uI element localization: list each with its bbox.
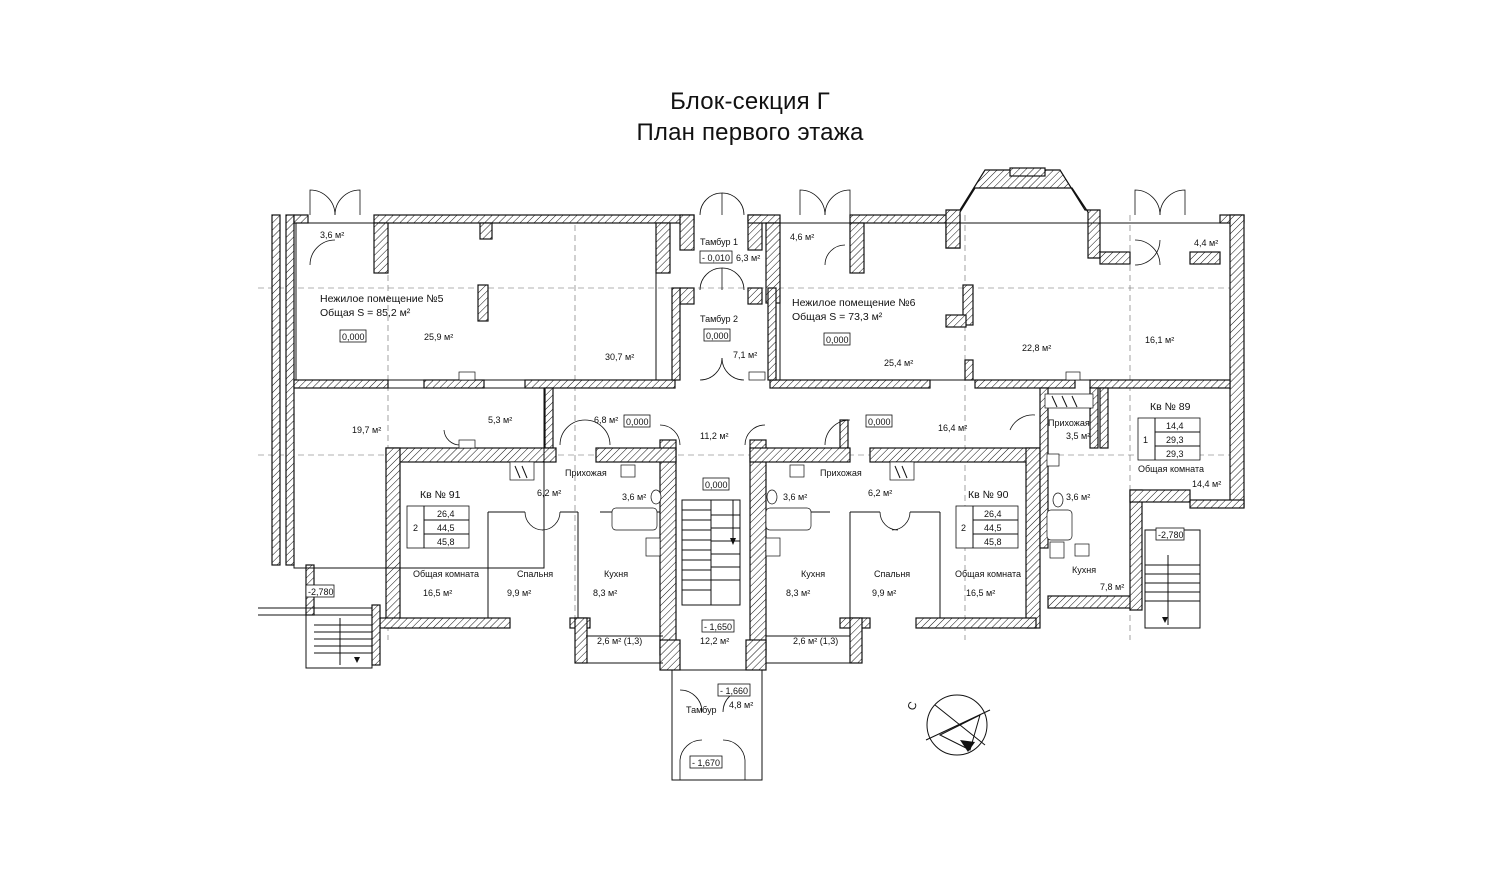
area-4-6: 4,6 м² (790, 232, 814, 242)
level-vestibule-2: 0,000 (706, 331, 729, 341)
apt-90-hall-area: 6,2 м² (868, 488, 892, 498)
apt-89-kitchen: Кухня (1072, 565, 1096, 575)
area-19-7: 19,7 м² (352, 425, 381, 435)
level-hall-right: 0,000 (868, 417, 891, 427)
apt-91-hall-area: 6,2 м² (537, 488, 561, 498)
fixtures (458, 371, 1094, 559)
apt-91-living: Общая комната (413, 569, 479, 579)
area-12-2: 12,2 м² (700, 636, 729, 646)
apt-91-hall: Прихожая (565, 468, 607, 478)
vestibule-3-name: Тамбур (686, 705, 717, 715)
apt-90-living-area-value: 16,5 м² (966, 588, 995, 598)
apt-91-living-area: 26,4 (437, 509, 455, 519)
right-exterior-stair (1145, 555, 1200, 625)
apt-91-rooms: 2 (413, 523, 418, 533)
apt-89-total-balcony: 29,3 (1166, 449, 1184, 459)
area-25-9: 25,9 м² (424, 332, 453, 342)
commercial-5-total: Общая S = 85,2 м² (320, 307, 411, 319)
level-stair: 0,000 (705, 480, 728, 490)
level-markers: 0,000 0,000 - 0,010 0,000 0,000 0,000 0,… (305, 250, 1185, 769)
apt-90-kitchen-area: 8,3 м² (786, 588, 810, 598)
level-vestibule-1: - 0,010 (702, 253, 730, 263)
area-16-1: 16,1 м² (1145, 335, 1174, 345)
level-hall-left: 0,000 (626, 417, 649, 427)
apt-91-total-area: 44,5 (437, 523, 455, 533)
apt-89-hall: Прихожая (1048, 418, 1090, 428)
level-vestibule-3-top: - 1,660 (720, 686, 748, 696)
area-22-8: 22,8 м² (1022, 343, 1051, 353)
apt-91-name: Кв № 91 (420, 489, 461, 501)
apt-91-total-balcony: 45,8 (437, 537, 455, 547)
doors (309, 189, 1186, 780)
level-ext-right: -2,780 (1158, 530, 1184, 540)
apt-89-living-area: 14,4 (1166, 421, 1184, 431)
north-arrow-icon: С (906, 694, 991, 756)
area-6-8: 6,8 м² (594, 415, 618, 425)
apt-89-hall-area: 3,5 м² (1066, 431, 1090, 441)
area-5-3: 5,3 м² (488, 415, 512, 425)
apt-90-bed: Спальня (874, 569, 910, 579)
level-vestibule-3-bottom: - 1,670 (692, 758, 720, 768)
apt-91-balcony: 2,6 м² (1,3) (597, 636, 642, 646)
apt-89-living: Общая комната (1138, 464, 1204, 474)
plan-title: Блок-секция Г (670, 88, 830, 115)
apt-90-total-area: 44,5 (984, 523, 1002, 533)
vestibule-2-area: 7,1 м² (733, 350, 757, 360)
vestibule-1-area: 6,3 м² (736, 253, 760, 263)
apt-90-living-area: 26,4 (984, 509, 1002, 519)
vestibule-1-name: Тамбур 1 (700, 237, 738, 247)
room-areas: 3,6 м² 25,9 м² 30,7 м² 19,7 м² 5,3 м² 6,… (320, 230, 1218, 646)
central-stair (681, 499, 741, 606)
area-11-2: 11,2 м² (700, 431, 729, 441)
apt-91-bed: Спальня (517, 569, 553, 579)
apt-91-kitchen-area: 8,3 м² (593, 588, 617, 598)
apt-90-name: Кв № 90 (968, 489, 1009, 501)
area-16-4: 16,4 м² (938, 423, 967, 433)
commercial-6-name: Нежилое помещение №6 (792, 297, 916, 309)
outlines (258, 222, 1231, 781)
plan-subtitle: План первого этажа (636, 119, 864, 146)
apt-90-bed-area: 9,9 м² (872, 588, 896, 598)
apt-90-total-balcony: 45,8 (984, 537, 1002, 547)
apt-89-name: Кв № 89 (1150, 401, 1191, 413)
walls (271, 167, 1245, 671)
apt-90-living: Общая комната (955, 569, 1021, 579)
apartment-89: Кв № 89 1 14,4 29,3 29,3 Прихожая 3,5 м²… (1048, 401, 1221, 592)
left-exterior-stair (314, 618, 372, 665)
apt-91-bed-area: 9,9 м² (507, 588, 531, 598)
apt-91-bath-area: 3,6 м² (622, 492, 646, 502)
area-30-7: 30,7 м² (605, 352, 634, 362)
apt-90-kitchen: Кухня (801, 569, 825, 579)
apt-89-bath-area: 3,6 м² (1066, 492, 1090, 502)
vestibule-3-area: 4,8 м² (729, 700, 753, 710)
apt-91-kitchen: Кухня (604, 569, 628, 579)
apt-91-living-area-value: 16,5 м² (423, 588, 452, 598)
apt-89-total-area: 29,3 (1166, 435, 1184, 445)
apartment-90: Кв № 90 2 26,4 44,5 45,8 Прихожая 6,2 м²… (783, 468, 1021, 646)
apt-89-living-area-value: 14,4 м² (1192, 479, 1221, 489)
commercial-labels: Нежилое помещение №5 Общая S = 85,2 м² Н… (320, 293, 916, 323)
apt-90-bath-area: 3,6 м² (783, 492, 807, 502)
area-25-4: 25,4 м² (884, 358, 913, 368)
area-3-6-left: 3,6 м² (320, 230, 344, 240)
level-commercial-5: 0,000 (342, 332, 365, 342)
apartment-91: Кв № 91 2 26,4 44,5 45,8 Прихожая 6,2 м²… (406, 468, 646, 646)
apt-90-hall: Прихожая (820, 468, 862, 478)
apt-89-rooms: 1 (1143, 435, 1148, 445)
vestibule-2-name: Тамбур 2 (700, 314, 738, 324)
area-4-4: 4,4 м² (1194, 238, 1218, 248)
vestibule-labels: Тамбур 1 6,3 м² Тамбур 2 7,1 м² Тамбур 4… (686, 237, 760, 715)
level-ext-left: -2,780 (308, 587, 334, 597)
apt-90-balcony: 2,6 м² (1,3) (793, 636, 838, 646)
level-landing: - 1,650 (704, 622, 732, 632)
apt-90-rooms: 2 (961, 523, 966, 533)
apt-89-kitchen-area: 7,8 м² (1100, 582, 1124, 592)
compass-label: С (906, 700, 920, 712)
commercial-5-name: Нежилое помещение №5 (320, 293, 444, 305)
commercial-6-total: Общая S = 73,3 м² (792, 311, 883, 323)
level-commercial-6: 0,000 (826, 335, 849, 345)
